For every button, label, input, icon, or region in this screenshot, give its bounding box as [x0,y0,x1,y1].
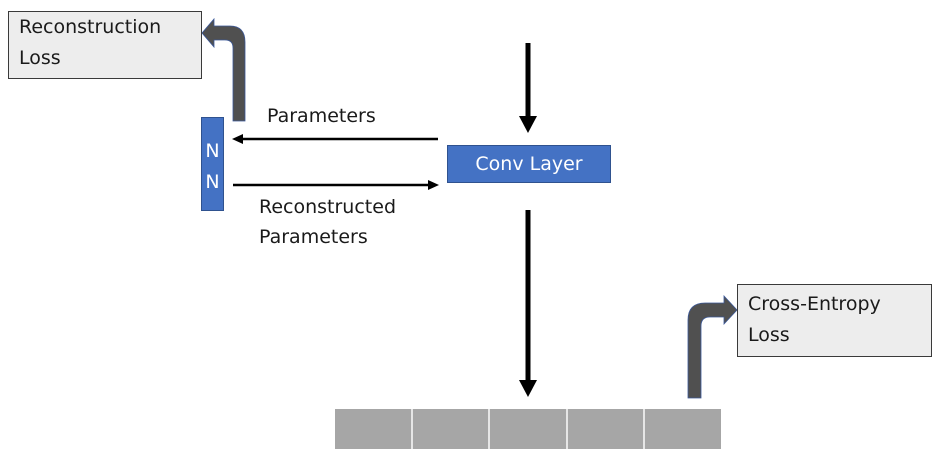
output-cell [567,409,644,449]
cross-entropy-bent-arrow [687,294,738,399]
output-cell [335,409,411,449]
conv-layer-label: Conv Layer [475,153,583,175]
output-cell [490,409,566,449]
reconstructed-parameters-label: Reconstructed Parameters [259,192,396,252]
reconstructed-parameters-line1: Reconstructed [259,196,396,218]
reconstruction-loss-line2: Loss [19,47,61,69]
reconstruction-loss-bent-arrow [201,17,246,122]
cross-entropy-loss-line2: Loss [748,324,790,346]
output-vector [335,409,721,449]
conv-layer-block: Conv Layer [447,145,611,183]
output-cell [645,409,721,449]
reconstructed-parameters-arrow [233,180,439,190]
reconstruction-loss-box: Reconstruction Loss [8,11,202,79]
parameters-arrow [232,134,438,144]
nn-block-line1: N [205,140,220,162]
cross-entropy-loss-line1: Cross-Entropy [748,293,881,315]
nn-block: N N [201,117,224,211]
reconstruction-loss-line1: Reconstruction [19,16,162,38]
output-cell [412,409,489,449]
input-arrow [519,43,537,133]
output-arrow [519,210,537,397]
reconstructed-parameters-line2: Parameters [259,226,368,248]
parameters-label: Parameters [267,105,376,127]
cross-entropy-loss-box: Cross-Entropy Loss [737,284,932,357]
nn-block-line2: N [205,171,220,193]
